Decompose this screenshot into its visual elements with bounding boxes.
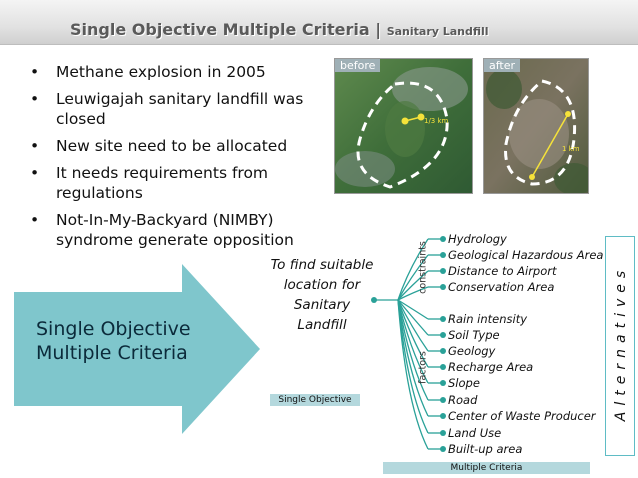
title-sub: Sanitary Landfill <box>386 25 489 38</box>
bullet-text: Not-In-My-Backyard (NIMBY) syndrome gene… <box>56 211 294 249</box>
bullet-text: New site need to be allocated <box>56 137 288 155</box>
bullet-item: • Leuwigajah sanitary landfill was closed <box>30 89 330 129</box>
bullet-item: • It needs requirements from regulations <box>30 163 330 203</box>
bullet-item: • Not-In-My-Backyard (NIMBY) syndrome gen… <box>30 210 330 250</box>
bullet-text: Leuwigajah sanitary landfill was closed <box>56 90 304 128</box>
alternatives-box: Alternatives <box>605 236 635 456</box>
bullet-dot: • <box>30 137 40 155</box>
factor-item: Road <box>448 393 478 407</box>
bullet-dot: • <box>30 211 40 229</box>
before-label: before <box>335 59 381 72</box>
bullet-list: • Methane explosion in 2005 • Leuwigajah s… <box>30 62 330 257</box>
factor-item: Recharge Area <box>448 360 534 374</box>
arrow-line2: Multiple Criteria <box>36 342 188 364</box>
single-objective-tag: Single Objective <box>270 394 360 406</box>
factor-item: Slope <box>448 376 480 390</box>
constraint-item: Conservation Area <box>448 280 555 294</box>
slide-title: Single Objective Multiple Criteria | San… <box>70 20 489 39</box>
bullet-text: It needs requirements from regulations <box>56 164 269 202</box>
bullet-dot: • <box>30 90 40 108</box>
title-main: Single Objective Multiple Criteria <box>70 20 370 39</box>
bullet-item: • New site need to be allocated <box>30 136 330 156</box>
bullet-text: Methane explosion in 2005 <box>56 63 266 81</box>
factor-item: Land Use <box>448 426 502 440</box>
factor-item: Center of Waste Producer <box>448 409 596 423</box>
constraint-item: Distance to Airport <box>448 264 557 278</box>
constraints-label: constraints <box>417 241 429 294</box>
factor-item: Soil Type <box>448 328 500 342</box>
arrow-label: Single Objective Multiple Criteria <box>36 317 191 365</box>
after-satellite-image: 1 km after <box>483 58 589 194</box>
title-bar: Single Objective Multiple Criteria | San… <box>0 0 638 45</box>
factor-item: Geology <box>448 344 496 358</box>
single-objective-arrow: Single Objective Multiple Criteria <box>14 264 264 434</box>
constraint-item: Geological Hazardous Area <box>448 248 604 262</box>
after-map-graphic: 1 km <box>484 59 588 193</box>
arrow-line1: Single Objective <box>36 318 191 340</box>
bullet-dot: • <box>30 63 40 81</box>
title-separator: | <box>369 20 387 39</box>
bullet-dot: • <box>30 164 40 182</box>
constraint-item: Hydrology <box>448 232 507 246</box>
goal-text: To find suitable location for Sanitary L… <box>270 257 374 333</box>
before-distance-label: 1/3 km <box>424 117 449 125</box>
alternatives-label: Alternatives <box>613 264 629 422</box>
factors-label: factors <box>417 351 429 384</box>
after-label: after <box>484 59 521 72</box>
before-satellite-image: 1/3 km before <box>334 58 473 194</box>
factor-item: Built-up area <box>448 442 523 456</box>
before-map-graphic: 1/3 km <box>335 59 472 193</box>
multiple-criteria-tag: Multiple Criteria <box>383 462 590 474</box>
arrow-shape <box>14 264 260 434</box>
after-distance-label: 1 km <box>562 145 580 153</box>
bullet-item: • Methane explosion in 2005 <box>30 62 330 82</box>
factor-item: Rain intensity <box>448 312 528 326</box>
